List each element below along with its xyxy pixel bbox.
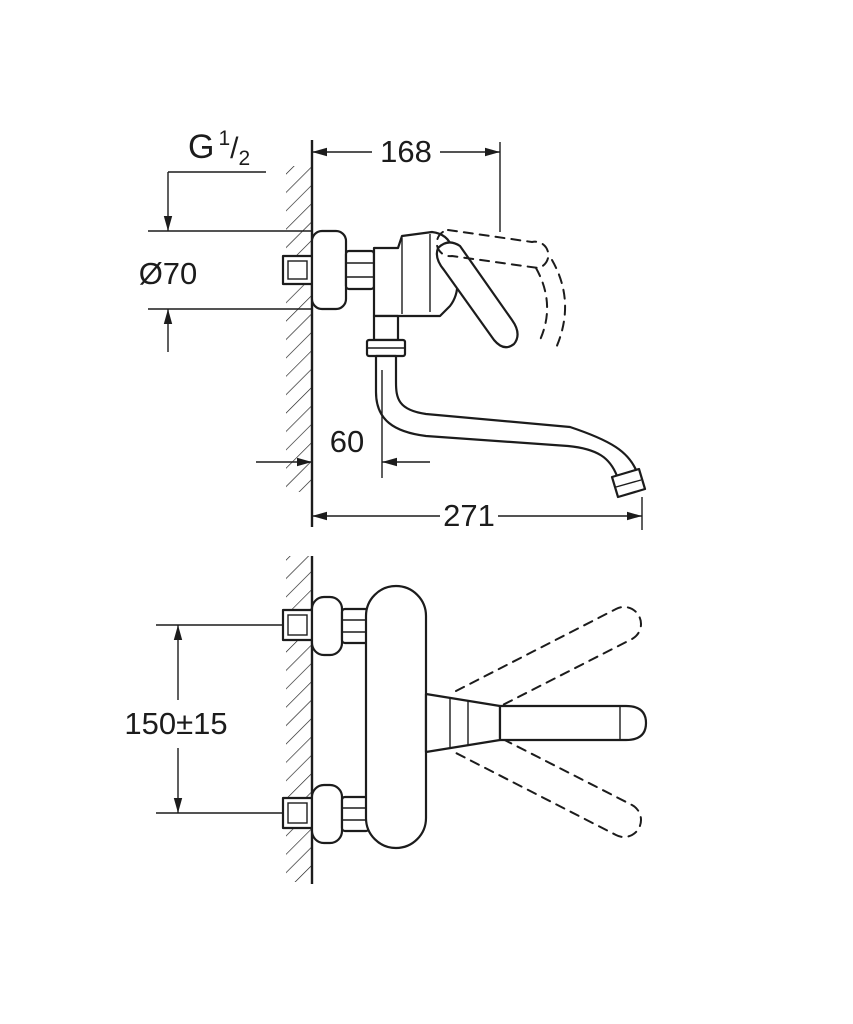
lever-swing-arc [551,259,566,349]
wall-hatch [286,166,312,492]
arrowhead [173,798,183,813]
dimension-60-label: 60 [330,424,364,459]
inlet-connector-inner [287,260,308,280]
arrowhead [627,511,642,521]
spout-dashed-lower [455,731,642,838]
dimension-271: 271 [312,497,643,533]
dimension-150: 150±15 [124,624,282,814]
aerator-line [615,479,642,488]
dimension-60: 60 [256,370,430,478]
arrowhead [382,457,397,467]
dimension-150-label: 150±15 [124,706,227,741]
inlet-connector-bottom-inner [287,802,308,824]
thread-numerator: 1 [218,127,230,150]
spout-connection-pipe [372,314,400,342]
dimension-168: 168 [312,134,501,232]
arrowhead [312,511,327,521]
spout-dashed-upper [455,606,642,713]
union-nut [344,249,376,291]
mixer-body-plan [364,584,428,850]
spout-tube [498,704,648,742]
escutcheon [310,229,348,311]
dimension-70-label: Ø70 [139,256,198,291]
lever-handle-dashed [435,229,550,269]
spout-cone [424,692,502,754]
plan-view: 150±15 [124,556,648,884]
arrowhead [312,147,327,157]
arrowhead [173,625,183,640]
escutcheon-bottom [310,783,344,845]
escutcheon-top [310,595,344,657]
dimension-168-label: 168 [380,134,432,169]
lever-swing-arc [535,267,549,341]
lever-handle [435,241,519,349]
arrowhead [485,147,500,157]
arrowhead [163,309,173,324]
inlet-connector-top-inner [287,614,308,636]
dimension-diameter-70: Ø70 [139,172,312,352]
dimension-271-label: 271 [443,498,495,533]
thread-prefix: G [188,128,214,166]
wall-hatch [286,556,312,882]
arrowhead [163,216,173,231]
thread-denominator: 2 [238,147,250,170]
spout [374,354,638,478]
thread-slash: / [230,132,239,165]
